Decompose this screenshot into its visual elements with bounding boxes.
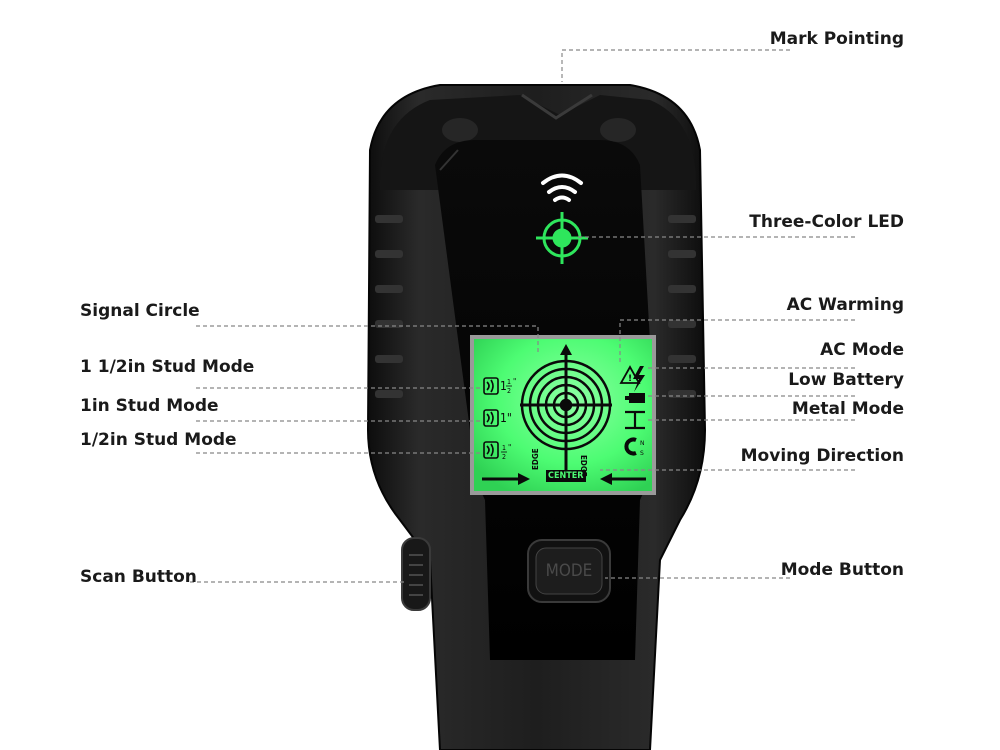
scan-button[interactable]: [401, 537, 431, 611]
callout-scan-button: Scan Button: [80, 567, 197, 587]
svg-text:": ": [513, 377, 516, 386]
callout-low-battery: Low Battery: [788, 370, 904, 390]
callout-stud-0-5in: 1/2in Stud Mode: [80, 430, 237, 450]
svg-text:": ": [508, 443, 511, 452]
svg-text:1": 1": [500, 411, 512, 425]
callout-mark-pointing: Mark Pointing: [769, 29, 904, 49]
callout-metal-mode: Metal Mode: [791, 399, 904, 419]
svg-text:N: N: [640, 440, 645, 447]
arrow-left-icon: [600, 473, 646, 485]
grip-ribs-left: [375, 215, 403, 398]
crosshair-led-icon: [536, 212, 588, 264]
lcd-screen: [474, 339, 652, 491]
lightning-icon: [633, 366, 645, 392]
svg-text:2: 2: [507, 387, 511, 395]
svg-text:S: S: [640, 450, 644, 457]
arrow-right-icon: [482, 473, 530, 485]
stud-mode-icons: [483, 377, 499, 459]
callout-ac-mode: AC Mode: [820, 340, 904, 360]
mode-button-label: MODE: [545, 561, 593, 581]
callout-stud-1-5in: 1 1/2in Stud Mode: [80, 357, 255, 377]
warning-icon: !: [619, 365, 641, 384]
callout-mode-button: Mode Button: [780, 560, 904, 580]
lcd-center-label: CENTER: [546, 470, 586, 482]
svg-text:!: !: [628, 374, 632, 384]
leader-lines: [190, 49, 855, 583]
callout-signal-circle: Signal Circle: [80, 301, 200, 321]
signal-circle-icon: [520, 344, 612, 470]
callout-moving-direction: Moving Direction: [740, 446, 904, 466]
svg-text:2: 2: [502, 453, 506, 461]
lcd-edge-left-label: EDGE: [531, 448, 540, 470]
svg-text:1: 1: [502, 444, 506, 452]
stud-size-labels: 1 1 2 " 1" 1 2 ": [500, 377, 516, 461]
wifi-signal-icon: [541, 173, 583, 202]
battery-icon: [625, 393, 645, 403]
svg-text:1: 1: [507, 378, 511, 386]
mode-button[interactable]: [527, 539, 611, 603]
callout-stud-1in: 1in Stud Mode: [80, 396, 219, 416]
magnet-icon: N S: [624, 437, 645, 457]
grip-ribs-right: [668, 215, 696, 398]
callout-ac-warming: AC Warming: [786, 295, 904, 315]
svg-text:1: 1: [500, 379, 507, 393]
metal-beam-icon: [625, 410, 645, 430]
callout-three-color-led: Three-Color LED: [749, 212, 904, 232]
